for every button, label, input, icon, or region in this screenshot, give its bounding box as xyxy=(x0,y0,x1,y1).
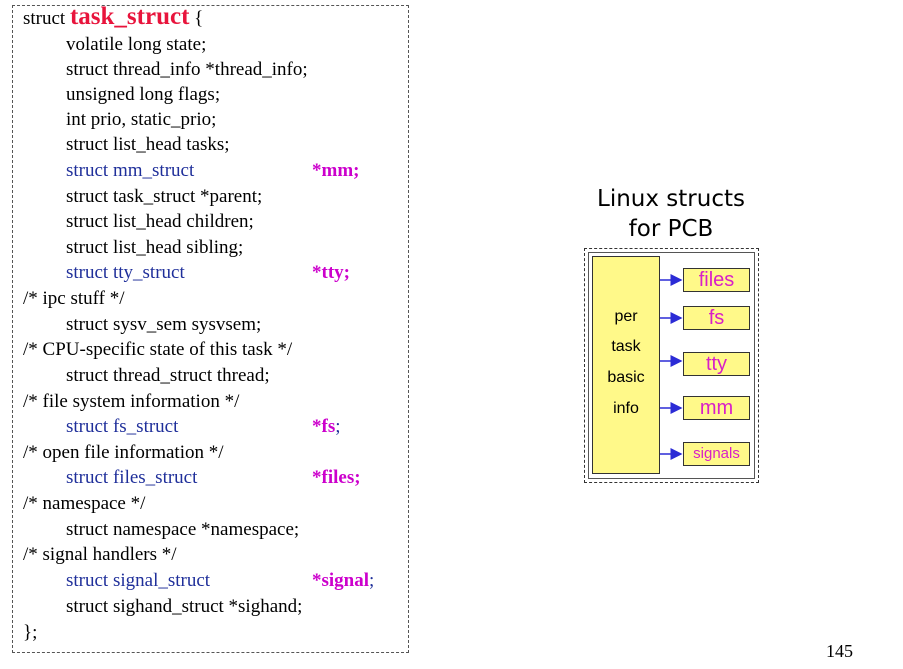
diagram-title-line2: for PCB xyxy=(628,216,714,242)
field-files: files xyxy=(683,268,750,292)
code-panel xyxy=(12,5,409,653)
semicolon: ; xyxy=(335,416,341,437)
pcb-inner-frame xyxy=(588,252,755,479)
code-line-files-struct: struct files_struct xyxy=(66,467,198,488)
field-signals: signals xyxy=(683,442,750,466)
task-word-task: task xyxy=(611,338,641,355)
mm-pointer: *mm; xyxy=(312,160,360,181)
struct-keyword: struct xyxy=(23,8,66,29)
closing-brace: }; xyxy=(23,622,38,643)
struct-name: task_struct xyxy=(69,3,190,30)
fs-pointer: *fs; xyxy=(312,416,341,438)
page-number: 145 xyxy=(826,641,853,661)
diagram-title: Linux structs for PCB xyxy=(596,184,746,244)
code-line: struct thread_info *thread_info; xyxy=(66,59,308,80)
code-line: volatile long state; xyxy=(66,34,207,55)
code-line: struct task_struct *parent; xyxy=(66,186,263,207)
code-comment: /* CPU-specific state of this task */ xyxy=(23,339,293,360)
signal-pointer-name: *signal xyxy=(312,570,370,591)
semicolon: ; xyxy=(369,570,375,591)
code-comment: /* namespace */ xyxy=(23,493,146,514)
code-line: struct list_head children; xyxy=(66,211,254,232)
struct-header: struct task_struct { xyxy=(23,3,204,30)
code-comment: /* open file information */ xyxy=(23,442,224,463)
code-line: struct list_head sibling; xyxy=(66,237,244,258)
field-mm: mm xyxy=(683,396,750,420)
diagram-title-line1: Linux structs xyxy=(597,186,745,212)
files-pointer: *files; xyxy=(312,467,361,488)
field-tty: tty xyxy=(683,352,750,376)
task-word-basic: basic xyxy=(607,369,645,386)
open-brace: { xyxy=(189,8,204,29)
task-word-info: info xyxy=(613,400,639,417)
code-line: unsigned long flags; xyxy=(66,84,221,105)
code-comment: /* signal handlers */ xyxy=(23,544,177,565)
task-info-box xyxy=(592,256,660,474)
field-fs: fs xyxy=(683,306,750,330)
signal-pointer: *signal; xyxy=(312,570,374,592)
code-comment: /* file system information */ xyxy=(23,391,240,412)
code-line: struct namespace *namespace; xyxy=(66,519,300,540)
code-comment: /* ipc stuff */ xyxy=(23,288,125,309)
code-line: struct thread_struct thread; xyxy=(66,365,270,386)
code-line-fs-struct: struct fs_struct xyxy=(66,416,179,437)
code-line-tty-struct: struct tty_struct xyxy=(66,262,185,283)
code-line: int prio, static_prio; xyxy=(66,109,217,130)
code-line: struct sighand_struct *sighand; xyxy=(66,596,303,617)
tty-pointer: *tty; xyxy=(312,262,350,283)
fs-pointer-name: *fs xyxy=(312,416,336,437)
code-line-mm-struct: struct mm_struct xyxy=(66,160,195,181)
pcb-frame xyxy=(584,248,759,483)
code-line: struct list_head tasks; xyxy=(66,134,230,155)
code-line: struct sysv_sem sysvsem; xyxy=(66,314,262,335)
code-line-signal-struct: struct signal_struct xyxy=(66,570,211,591)
task-word-per: per xyxy=(614,308,638,325)
